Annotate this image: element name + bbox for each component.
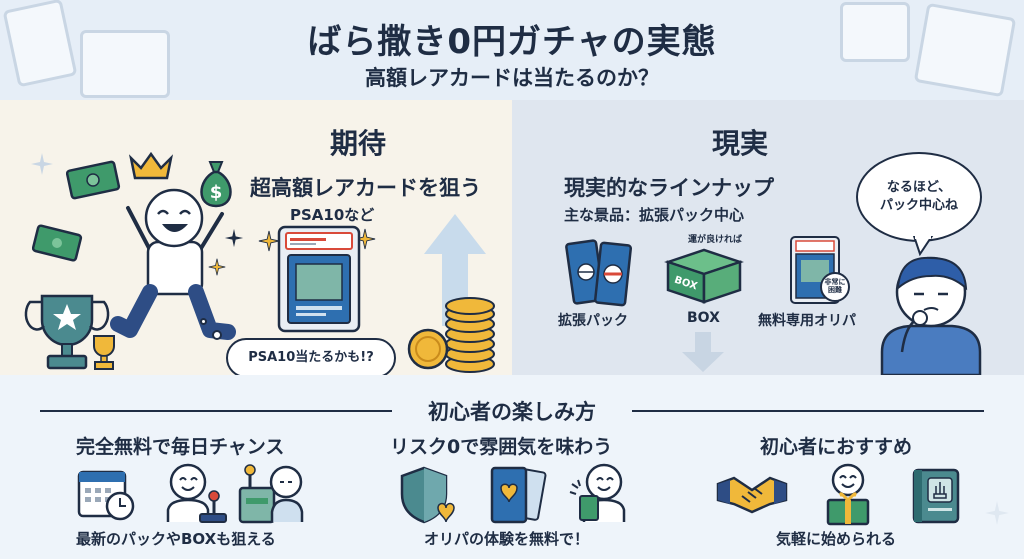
difficulty-badge: 非常に 困難 <box>820 272 850 302</box>
thought-bubble: PSA10当たるかも!? <box>226 338 396 378</box>
beginner-col1-heading: 完全無料で毎日チャンス <box>76 436 285 458</box>
coin-stack-icon <box>445 297 495 373</box>
reality-item-oripa-label: 無料専用オリパ <box>758 313 856 329</box>
money-bill-icon <box>32 224 83 262</box>
money-bag-icon: $ <box>200 161 232 208</box>
speech-bubble: なるほど、 パック中心ね <box>856 152 982 242</box>
pack-heart-icon <box>490 466 547 524</box>
small-trophy-icon <box>93 335 115 370</box>
reality-main-line: 現実的なラインナップ <box>564 176 774 200</box>
thought-bubble-text: PSA10当たるかも!? <box>248 349 374 365</box>
difficulty-badge-line1: 非常に <box>824 278 846 287</box>
header-banner: ばら撒き0円ガチャの実態 高額レアカードは当たるのか？ <box>0 0 1024 100</box>
trophy-icon <box>24 294 110 370</box>
guide-book-icon <box>912 468 960 524</box>
beginner-section-title: 初心者の楽しみ方 <box>428 400 596 424</box>
graded-card-icon <box>277 225 361 333</box>
money-bill-icon <box>66 160 121 200</box>
expectation-panel: 期待 超高額レアカードを狙う PSA10など $ <box>0 100 512 378</box>
speech-bubble-tail <box>912 236 934 256</box>
svg-text:$: $ <box>210 182 223 203</box>
difficulty-badge-line2: 困難 <box>828 286 842 294</box>
expectation-sub-line: PSA10など <box>290 206 375 224</box>
sparkle-icon <box>31 153 53 175</box>
reality-sub-line: 主な景品：拡張パック中心 <box>564 206 745 224</box>
beginner-col3-caption: 気軽に始められる <box>776 530 897 548</box>
divider-line-right <box>632 410 984 412</box>
page-title: ばら撒き0円ガチャの実態 <box>307 22 717 62</box>
box-luck-tag: 運が良ければ <box>688 235 743 245</box>
person-with-joystick-icon <box>166 463 227 523</box>
decorative-card-frame <box>840 2 910 62</box>
sparkle-icon <box>224 228 244 248</box>
reality-heading: 現実 <box>712 127 769 160</box>
page-subtitle: 高額レアカードは当たるのか？ <box>365 66 659 90</box>
shield-heart-icon <box>400 466 455 524</box>
box-icon <box>664 248 744 304</box>
decorative-card-frame <box>80 30 170 98</box>
beginner-col2-heading: リスク0で雰囲気を味わう <box>390 436 613 458</box>
booster-pack-icon <box>565 239 633 307</box>
calendar-clock-icon <box>77 470 135 521</box>
reality-panel: 現実 現実的なラインナップ 主な景品：拡張パック中心 拡張パック 運が良ければ … <box>512 100 1024 375</box>
section-divider: 初心者の楽しみ方 <box>40 396 984 426</box>
person-at-machine-icon <box>238 464 304 524</box>
speech-bubble-line2: パック中心ね <box>879 198 958 213</box>
coin-icon <box>407 328 449 370</box>
happy-person-illustration <box>110 188 236 340</box>
beginner-col1-caption: 最新のパックやBOXも狙える <box>76 530 276 548</box>
reality-item-pack-label: 拡張パック <box>558 313 628 329</box>
expectation-main-line: 超高額レアカードを狙う <box>250 176 481 200</box>
thought-bubble-dot <box>200 318 207 325</box>
thinking-person-illustration <box>880 256 982 375</box>
expectation-heading: 期待 <box>330 127 387 160</box>
sparkle-icon <box>985 501 1009 525</box>
handshake-icon <box>716 476 788 514</box>
sparkle-icon <box>258 230 280 252</box>
beginner-col2-caption: オリパの体験を無料で！ <box>424 530 590 548</box>
up-arrow-icon <box>424 214 486 326</box>
down-arrow-icon <box>682 332 724 372</box>
divider-line-left <box>40 410 392 412</box>
reality-item-box-label: BOX <box>687 310 720 326</box>
sparkle-icon <box>354 228 376 250</box>
sparkle-icon <box>208 258 226 276</box>
crown-icon <box>128 151 174 180</box>
speech-bubble-line1: なるほど、 <box>886 179 952 195</box>
person-with-gift-icon <box>826 463 870 526</box>
person-holding-card-icon <box>569 463 626 522</box>
thought-bubble-dot <box>212 330 222 340</box>
beginner-col3-heading: 初心者におすすめ <box>760 436 913 458</box>
